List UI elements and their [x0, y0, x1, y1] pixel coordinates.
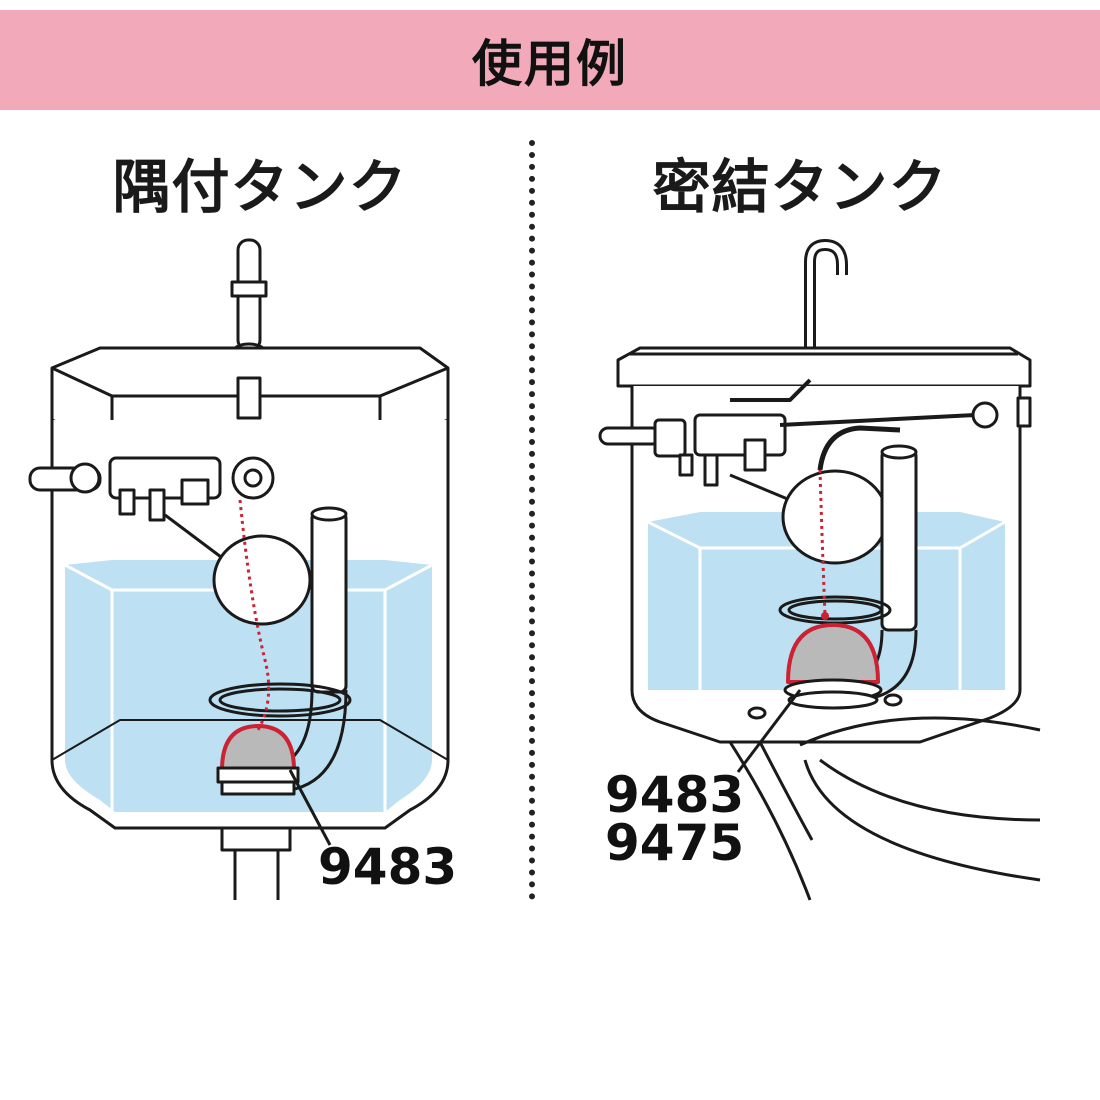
corner-tank-leader-line: [288, 769, 332, 846]
part-number-close-coupled-tank-1: 9483: [605, 766, 745, 824]
corner-tank-flapper: [220, 724, 296, 772]
close-coupled-tank-overflow-pipe: [880, 448, 918, 632]
close-coupled-tank-float-ball: [781, 469, 889, 565]
corner-tank-float-ball: [212, 534, 312, 626]
header-banner: 使用例: [0, 10, 1100, 110]
panel-title-close-coupled-tank: 密結タンク: [652, 153, 948, 221]
panel-title-corner-tank: 隅付タンク: [112, 153, 408, 221]
close-coupled-tank-valve: [693, 413, 787, 457]
close-coupled-tank-lid: [616, 346, 1032, 388]
page-title: 使用例: [472, 35, 628, 93]
part-number-close-coupled-tank-2: 9475: [605, 814, 745, 872]
close-coupled-tank-inlet-pipe: [598, 426, 662, 446]
close-coupled-tank-diagram: [598, 239, 1041, 901]
close-coupled-tank-leader-line: [736, 689, 802, 773]
close-coupled-tank-chain: [818, 469, 827, 616]
close-coupled-tank-flapper: [786, 623, 880, 684]
part-number-corner-tank: 9483: [318, 838, 458, 896]
panel-divider: [529, 140, 535, 900]
corner-tank-overflow-pipe: [310, 510, 348, 694]
corner-tank-diagram: [28, 238, 450, 900]
